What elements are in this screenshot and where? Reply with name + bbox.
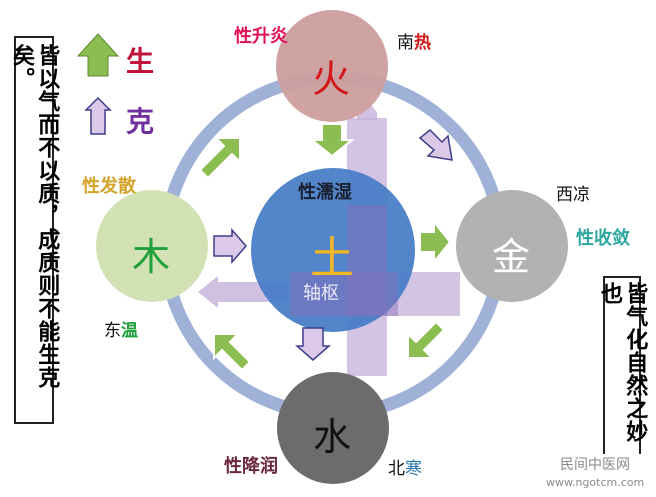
left-quote-text: 皆以气而不以质，成质则不能生克矣。 bbox=[9, 44, 60, 389]
sheng-arrow-earth-to-metal bbox=[419, 219, 452, 265]
fire-char: 火 bbox=[312, 57, 351, 101]
earth-circle bbox=[251, 168, 415, 332]
metal-property-label: 性收敛 bbox=[576, 228, 630, 249]
sheng-arrow-wood-to-fire bbox=[198, 137, 241, 180]
ke-arrow-earth-to-water bbox=[295, 327, 331, 361]
fire-property-label: 性升炎 bbox=[234, 26, 288, 47]
metal-direction-label: 西凉 bbox=[556, 185, 590, 205]
watermark-name: 民间中医网 bbox=[560, 457, 630, 473]
ke-arrow-wood-to-earth bbox=[213, 228, 247, 264]
fire-circle bbox=[276, 10, 388, 122]
water-direction-label: 北寒 bbox=[388, 454, 422, 479]
ke-arrow-up bbox=[357, 100, 377, 120]
earth-char: 土 bbox=[310, 233, 354, 284]
sheng-arrow-fire-to-earth bbox=[309, 123, 355, 158]
right-quote-box: 皆气化自然之妙也 bbox=[597, 276, 647, 454]
metal-char: 金 bbox=[492, 235, 531, 279]
earth-pivot-label: 轴枢 bbox=[303, 283, 339, 304]
metal-circle bbox=[456, 190, 568, 302]
water-direction-text: 北 bbox=[388, 459, 405, 479]
water-circle bbox=[277, 372, 389, 484]
wood-circle bbox=[96, 190, 208, 302]
earth-property-label: 性濡湿 bbox=[298, 182, 352, 203]
left-quote-box: 皆以气而不以质，成质则不能生克矣。 bbox=[9, 36, 59, 424]
wood-climate-text: 温 bbox=[121, 321, 138, 341]
watermark-url: www.ngotcm.com bbox=[546, 476, 645, 489]
fire-climate-text: 热 bbox=[414, 33, 431, 53]
earth-pivot-band bbox=[290, 272, 398, 316]
legend-ke-label: 克 bbox=[126, 105, 155, 138]
legend-sheng-label: 生 bbox=[126, 45, 155, 78]
wood-direction-label: 东温 bbox=[104, 316, 138, 341]
ke-legend-arrow-icon bbox=[84, 96, 112, 135]
earth-cross-overlay bbox=[347, 205, 387, 315]
wood-property-label: 性发散 bbox=[82, 176, 136, 197]
wood-char: 木 bbox=[132, 235, 171, 279]
fire-direction-text: 南 bbox=[397, 33, 414, 53]
water-climate-text: 寒 bbox=[405, 459, 422, 479]
wood-direction-text: 东 bbox=[104, 321, 121, 341]
water-char: 水 bbox=[313, 415, 352, 459]
fire-direction-label: 南热 bbox=[397, 28, 431, 53]
sheng-legend-arrow-icon bbox=[76, 33, 120, 77]
right-quote-text: 皆气化自然之妙也 bbox=[597, 282, 648, 443]
sheng-arrow-water-to-wood bbox=[213, 333, 252, 372]
ke-arrow-fire-to-metal bbox=[418, 128, 453, 161]
water-property-label: 性降润 bbox=[224, 456, 278, 477]
sheng-arrow-metal-to-water bbox=[407, 320, 446, 359]
